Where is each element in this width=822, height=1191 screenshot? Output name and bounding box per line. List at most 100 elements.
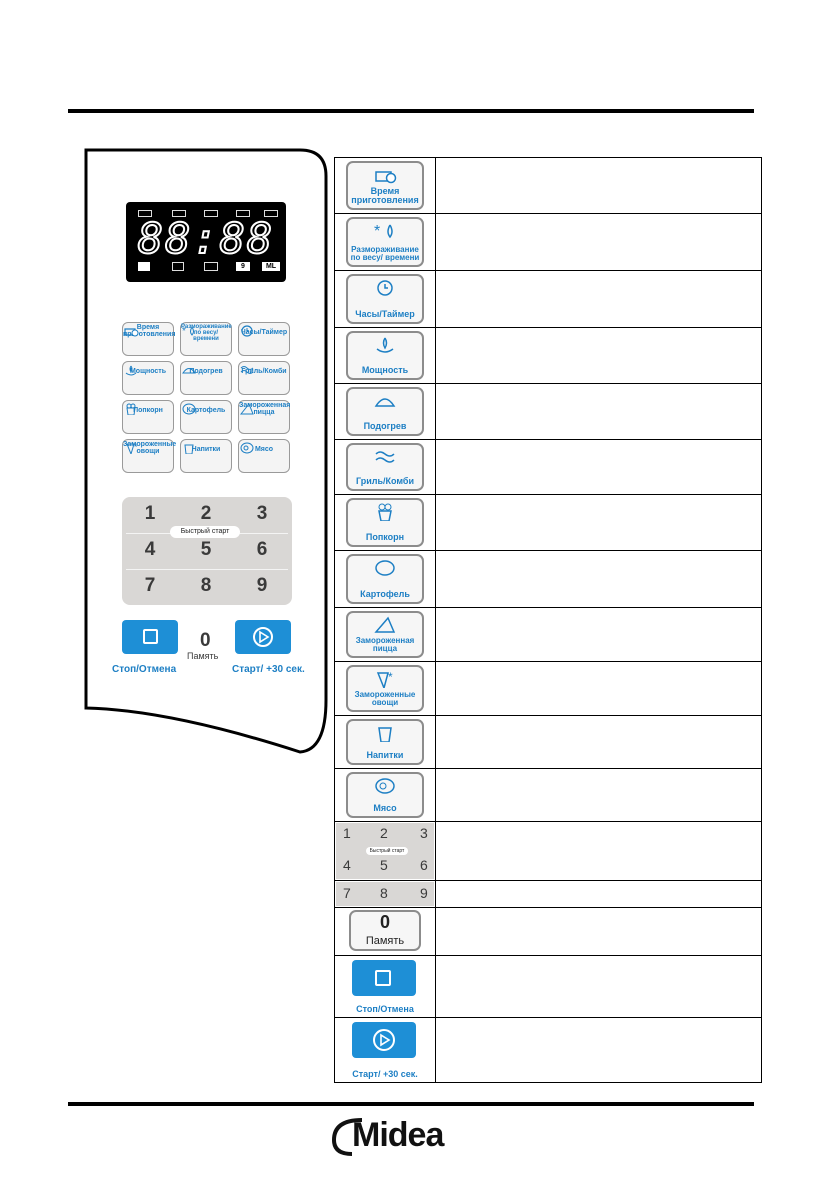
button-label: Размораживание по весу/ времени (181, 324, 232, 342)
button-label: Мощность (361, 365, 409, 375)
clock-timer-button: Часы/Таймер (346, 274, 424, 324)
numpad-divider (126, 569, 288, 570)
display: 88:88 9 ML (126, 202, 286, 282)
numpad-mini: 7 8 9 (336, 882, 434, 906)
table-row: 0 Память (335, 908, 761, 956)
carrot-icon: * (376, 670, 393, 688)
table-icon-cell: 1 2 3 Быстрый старт 4 5 6 (335, 822, 436, 880)
stop-cancel-button[interactable] (122, 620, 178, 654)
table-icon-cell: Старт/ +30 сек. (335, 1018, 436, 1082)
pause-icon (375, 970, 391, 986)
table-row: Стоп/Отмена (335, 956, 761, 1018)
play-icon (253, 627, 273, 647)
clock-timer-button[interactable]: Часы/Таймер (238, 322, 290, 356)
button-label: Напитки (191, 446, 221, 453)
numpad-key-8: 8 (380, 885, 388, 901)
potato-icon (182, 403, 196, 415)
cook-time-button: Время приготовления (346, 161, 424, 210)
button-label: Размораживание по весу/ времени (350, 245, 420, 262)
table-row: Замороженная пицца (335, 608, 761, 662)
start-caption: Старт/ +30 сек. (352, 1069, 418, 1079)
grill-combi-button: Гриль/Комби (346, 443, 424, 491)
table-row: Часы/Таймер (335, 271, 761, 328)
memory-button: 0 Память (349, 910, 421, 951)
table-icon-cell: Часы/Таймер (335, 271, 436, 327)
table-icon-cell: Подогрев (335, 384, 436, 439)
numpad-key-2: 2 (380, 825, 388, 841)
table-icon-cell: 0 Память (335, 908, 436, 955)
numpad-key-1[interactable]: 1 (144, 503, 156, 524)
memory-label: Память (187, 651, 219, 661)
display-icon (204, 210, 218, 217)
defrost-button[interactable]: * Размораживание по весу/ времени (180, 322, 232, 356)
frozen-pizza-button: Замороженная пицца (346, 611, 424, 658)
table-row: 1 2 3 Быстрый старт 4 5 6 (335, 822, 761, 881)
zero-key: 0 (379, 912, 390, 932)
play-icon (373, 1029, 395, 1051)
midea-swoosh-icon (331, 1118, 363, 1156)
table-icon-cell: Попкорн (335, 495, 436, 550)
button-label: Мощность (129, 368, 167, 375)
table-icon-cell: Стоп/Отмена (335, 956, 436, 1017)
potato-icon (375, 560, 395, 576)
clock-icon (241, 325, 253, 337)
snowflake-drop-icon: * (182, 326, 194, 337)
button-label: Замороженная пицца (239, 402, 291, 416)
memory-label: Память (365, 935, 405, 947)
quick-start-label: Быстрый старт (170, 526, 240, 538)
display-icon (172, 262, 184, 271)
numpad-key-9[interactable]: 9 (256, 575, 268, 596)
numpad-key-6: 6 (420, 857, 428, 873)
table-row: Время приготовления (335, 158, 761, 214)
potato-button: Картофель (346, 554, 424, 604)
drinks-button[interactable]: Напитки (180, 439, 232, 473)
button-label: Замороженная пицца (355, 636, 415, 653)
zero-key[interactable]: 0 (200, 630, 211, 651)
button-table: Время приготовления * Размораживание по … (334, 157, 762, 1083)
power-button: Мощность (346, 331, 424, 380)
table-icon-cell: Мощность (335, 328, 436, 383)
potato-button[interactable]: Картофель (180, 400, 232, 434)
grill-icon (375, 451, 395, 463)
numpad-key-6[interactable]: 6 (256, 539, 268, 560)
popcorn-button[interactable]: Попкорн (122, 400, 174, 434)
numpad-key-8[interactable]: 8 (200, 575, 212, 596)
start-button[interactable] (235, 620, 291, 654)
table-icon-cell: Время приготовления (335, 158, 436, 213)
meat-button[interactable]: Мясо (238, 439, 290, 473)
frozen-veg-button[interactable]: * Замороженные овощи (122, 439, 176, 473)
numpad-key-7[interactable]: 7 (144, 575, 156, 596)
numpad-key-7: 7 (343, 885, 351, 901)
start-caption: Старт/ +30 сек. (232, 664, 305, 675)
carrot-icon: * (126, 442, 138, 454)
numpad-key-4[interactable]: 4 (144, 539, 156, 560)
stop-cancel-caption: Стоп/Отмена (356, 1004, 414, 1014)
table-row: * Размораживание по весу/ времени (335, 214, 761, 271)
display-icon (204, 262, 218, 271)
meat-icon (375, 778, 395, 794)
snowflake-drop-icon: * (374, 223, 393, 240)
cup-icon (378, 727, 392, 742)
numpad-key-5: 5 (380, 857, 388, 873)
cook-time-button[interactable]: Время приготовления (122, 322, 175, 356)
button-label: Время приготовления (351, 186, 419, 205)
numpad-key-3[interactable]: 3 (256, 503, 268, 524)
meat-icon (240, 442, 254, 454)
numpad-key-2[interactable]: 2 (200, 503, 212, 524)
display-icon (264, 210, 278, 217)
table-icon-cell: 7 8 9 (335, 881, 436, 907)
table-row: Мощность (335, 328, 761, 384)
numpad-key-5[interactable]: 5 (200, 539, 212, 560)
pause-icon (143, 629, 158, 644)
table-row: Подогрев (335, 384, 761, 440)
power-button[interactable]: Мощность (122, 361, 174, 395)
reheat-button[interactable]: Подогрев (180, 361, 232, 395)
grill-combi-button[interactable]: Гриль/Комби (238, 361, 290, 395)
display-icon (236, 210, 250, 217)
numpad-key-3: 3 (420, 825, 428, 841)
button-label: Подогрев (363, 421, 407, 431)
popcorn-icon (126, 403, 136, 415)
frozen-pizza-button[interactable]: Замороженная пицца (238, 400, 290, 434)
stop-cancel-caption: Стоп/Отмена (112, 664, 177, 675)
table-icon-cell: Мясо (335, 769, 436, 821)
